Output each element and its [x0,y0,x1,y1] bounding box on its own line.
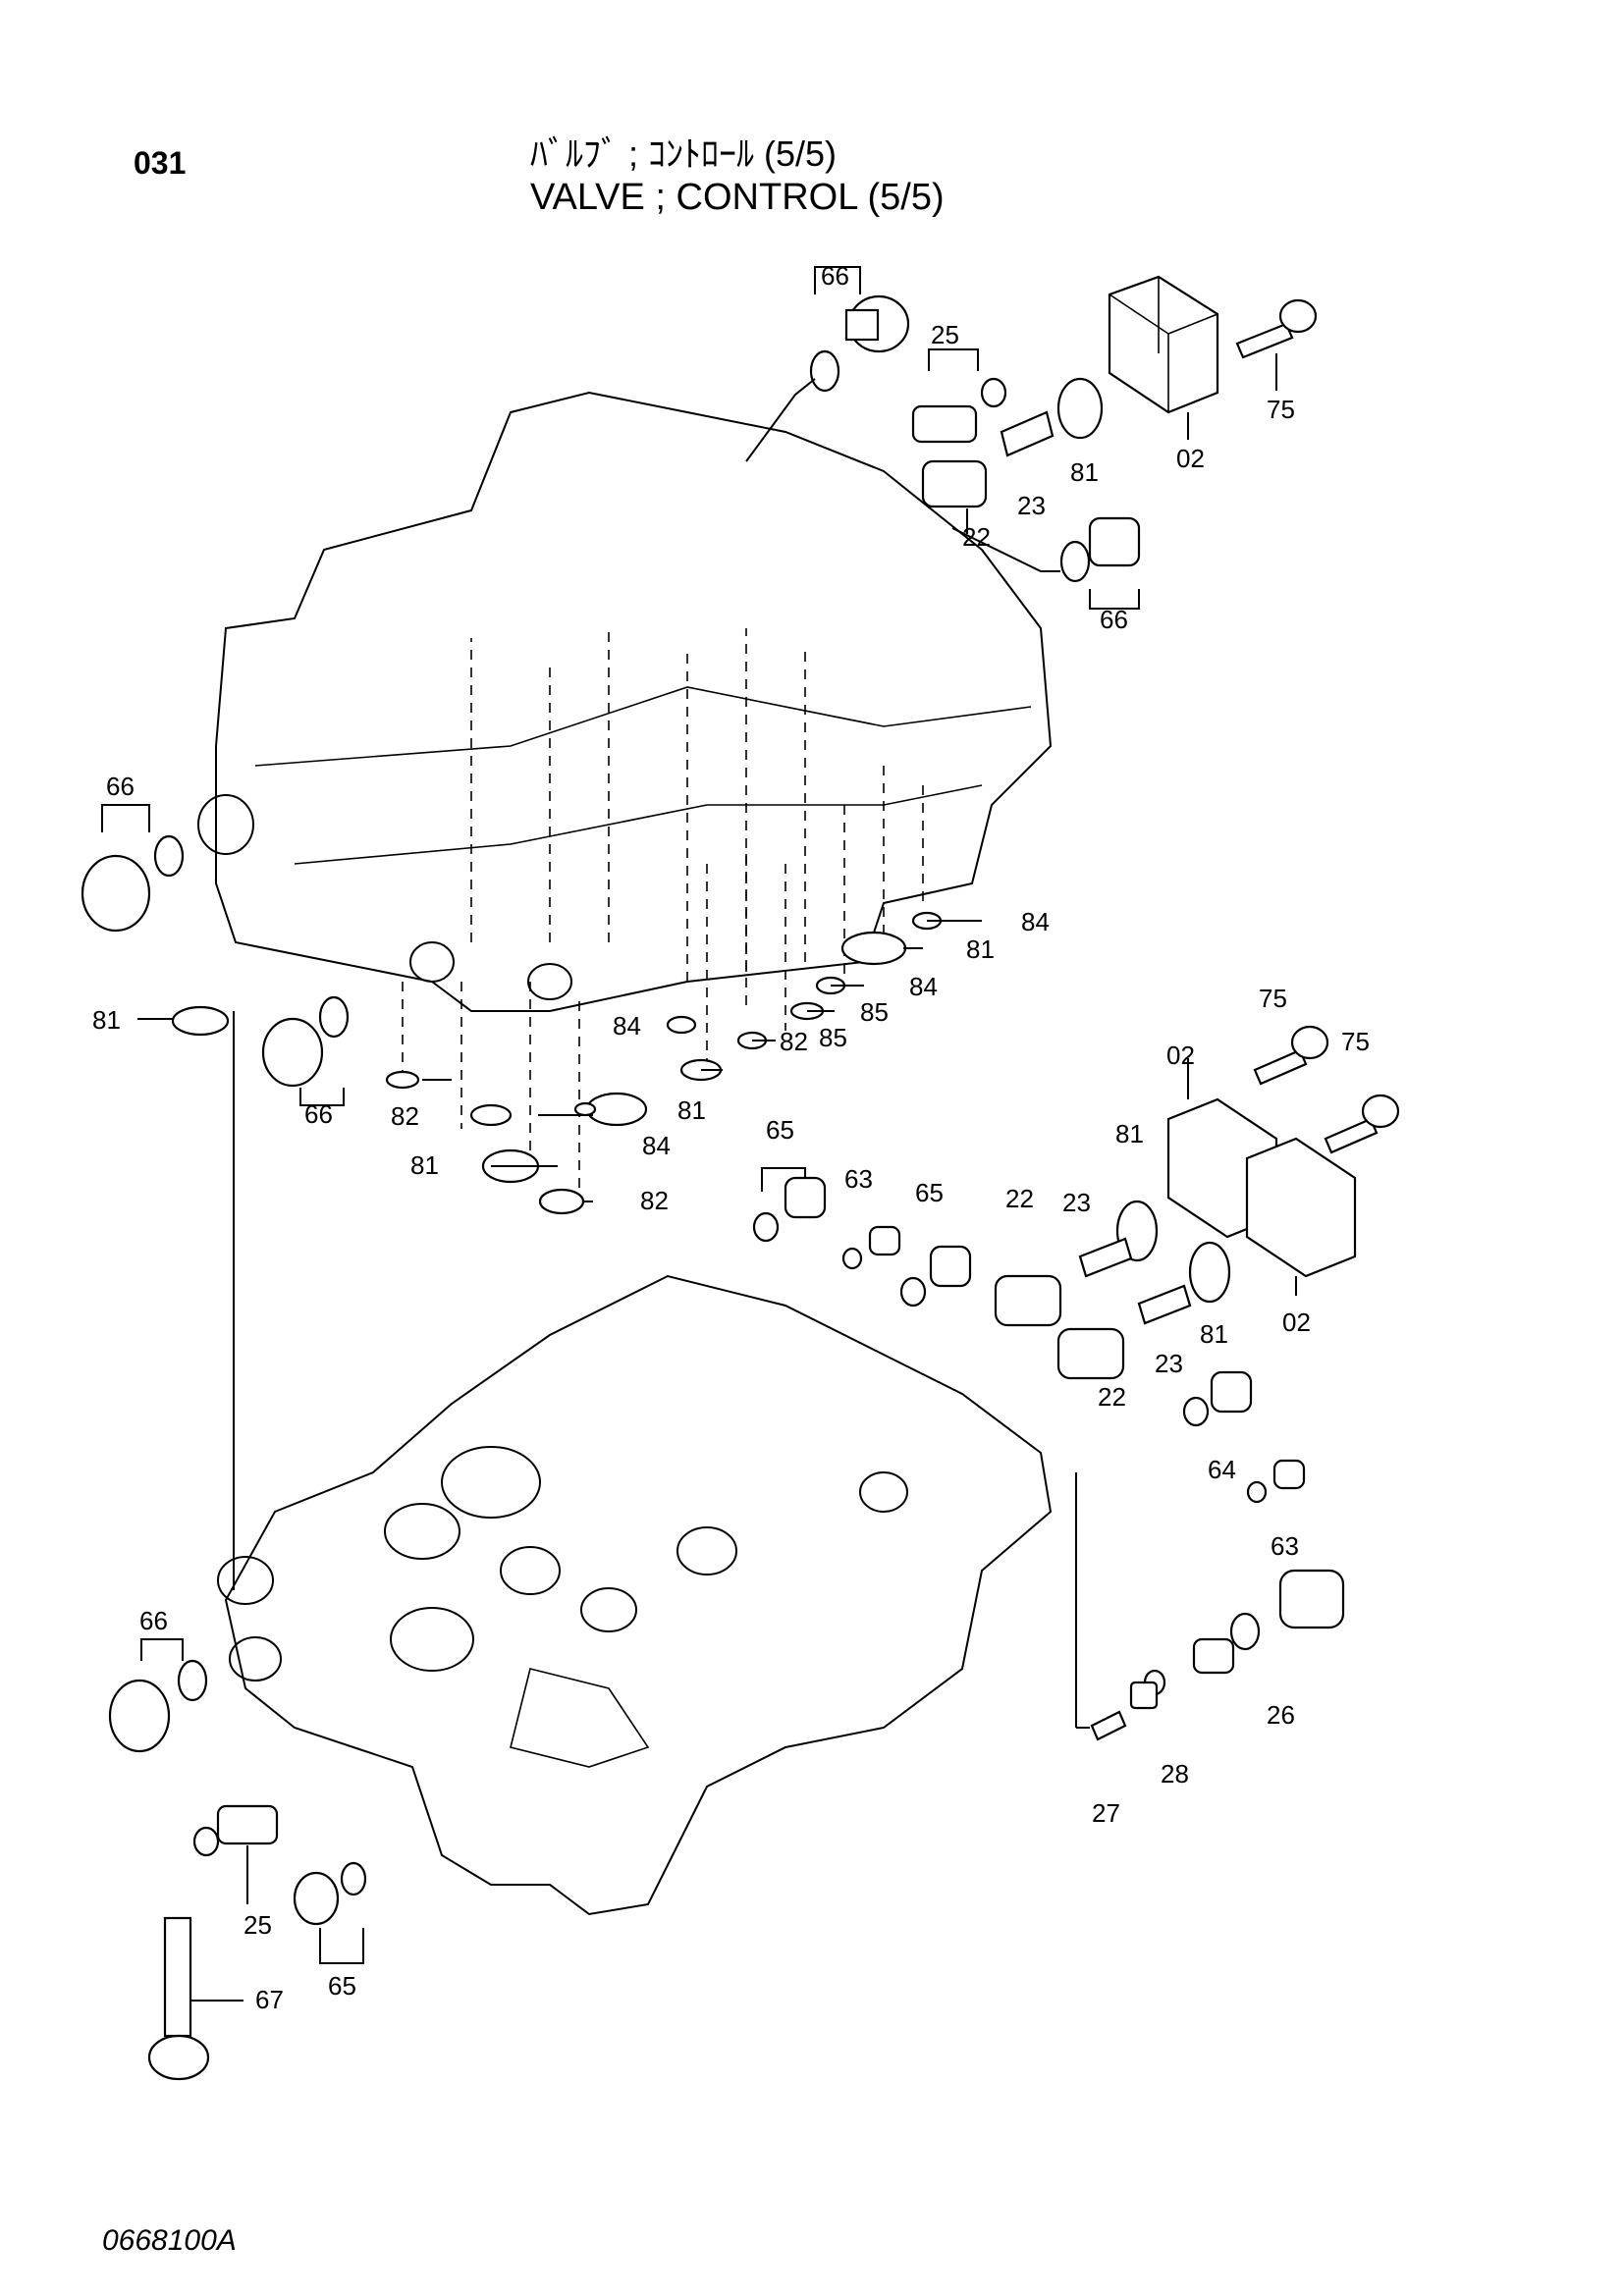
plug-66-left [81,804,185,933]
o-ring-81-f [1188,1241,1231,1304]
callout-label: 66 [106,772,135,801]
plates-02-middle [1166,1058,1357,1296]
o-ring-82-b [538,1188,585,1215]
callout-label: 02 [1166,1041,1195,1070]
valve-25-top [911,348,1007,444]
lower-valve-housing [217,1274,1053,1916]
o-ring-81-top [1056,377,1104,440]
spool-22-top [921,459,988,534]
plug-64 [1182,1370,1253,1427]
callout-label: 64 [1208,1455,1236,1484]
plug-63-b [1246,1459,1306,1504]
bolt-75-top [1235,298,1318,391]
bolts-75-middle [1253,1025,1400,1154]
callout-label: 67 [255,1985,284,2014]
callout-label: 22 [962,522,991,552]
plug-63-a [841,1225,901,1270]
callout-label: 81 [92,1005,121,1035]
spring-23-top [1000,410,1055,457]
plug-66-top [745,266,910,462]
callout-label: 25 [931,320,959,349]
callout-label: 81 [410,1150,439,1180]
callout-label: 81 [677,1095,706,1125]
callout-label: 02 [1282,1308,1311,1337]
page-number: 031 [134,145,187,181]
callout-label: 22 [1098,1382,1126,1412]
plug-66-right [951,516,1141,610]
callout-label: 84 [909,972,938,1001]
o-ring-84-a [573,1101,597,1117]
part-28 [1129,1681,1159,1710]
callout-label: 27 [1092,1798,1120,1828]
callout-label: 02 [1176,444,1205,473]
plate-02-top [1108,275,1219,440]
o-ring-82-a [469,1103,513,1127]
title-japanese: ﾊﾞﾙﾌﾞ ; ｺﾝﾄﾛｰﾙ (5/5) [530,133,838,174]
callout-label: 28 [1161,1759,1189,1789]
callout-label: 84 [613,1011,641,1041]
callout-label: 85 [819,1023,847,1052]
callout-label: 65 [328,1971,356,2001]
callout-label: 84 [642,1131,671,1160]
callout-label: 22 [1005,1184,1034,1213]
callout-label: 66 [304,1099,333,1129]
connector-26 [1229,1569,1345,1651]
callout-label: 82 [640,1186,669,1215]
callout-label: 23 [1155,1349,1183,1378]
callout-label: 23 [1017,491,1046,520]
callout-label: 65 [915,1178,944,1207]
plug-65-b [899,1245,972,1308]
spool-22-b [1056,1327,1125,1380]
callout-label: 85 [860,997,889,1027]
plug-66-bottom [108,1638,208,1753]
o-ring-84-b [666,1015,697,1035]
callout-label: 66 [821,261,849,291]
callout-label: 75 [1341,1027,1370,1056]
callout-label: 81 [1115,1119,1144,1148]
callout-label: 75 [1267,395,1295,424]
drawing-code: 0668100A [102,2224,237,2257]
callout-label: 82 [391,1101,419,1131]
spool-22-a [994,1274,1062,1327]
title-english: VALVE ; CONTROL (5/5) [530,177,945,218]
callout-label: 66 [1100,605,1128,634]
plug-65-bottom [293,1861,367,1964]
valve-28 [1192,1637,1235,1675]
o-ring-81-left [171,1005,230,1037]
o-ring-81-d [840,931,907,966]
callout-label: 23 [1062,1188,1091,1217]
callout-label: 63 [844,1164,873,1194]
o-ring-85-a [385,1070,420,1090]
callout-label: 66 [139,1606,168,1635]
callout-label: 65 [766,1115,794,1145]
plug-66-mid [261,995,350,1106]
bolt-67 [147,1916,243,2081]
spring-23-a [1078,1237,1133,1278]
callout-label: 81 [1200,1319,1228,1349]
callout-label: 84 [1021,907,1050,936]
callout-label: 82 [780,1027,808,1056]
callout-label: 75 [1259,984,1287,1013]
callout-label: 25 [243,1910,272,1940]
spring-27 [1090,1710,1127,1741]
valve-25-bottom [192,1804,279,1904]
upper-valve-housing [197,391,1053,1012]
callout-label: 26 [1267,1700,1295,1730]
callout-label: 81 [966,934,995,964]
spring-23-b [1137,1284,1192,1325]
callout-label: 81 [1070,457,1099,487]
callout-label: 63 [1271,1531,1299,1561]
plug-65-a [752,1167,827,1243]
